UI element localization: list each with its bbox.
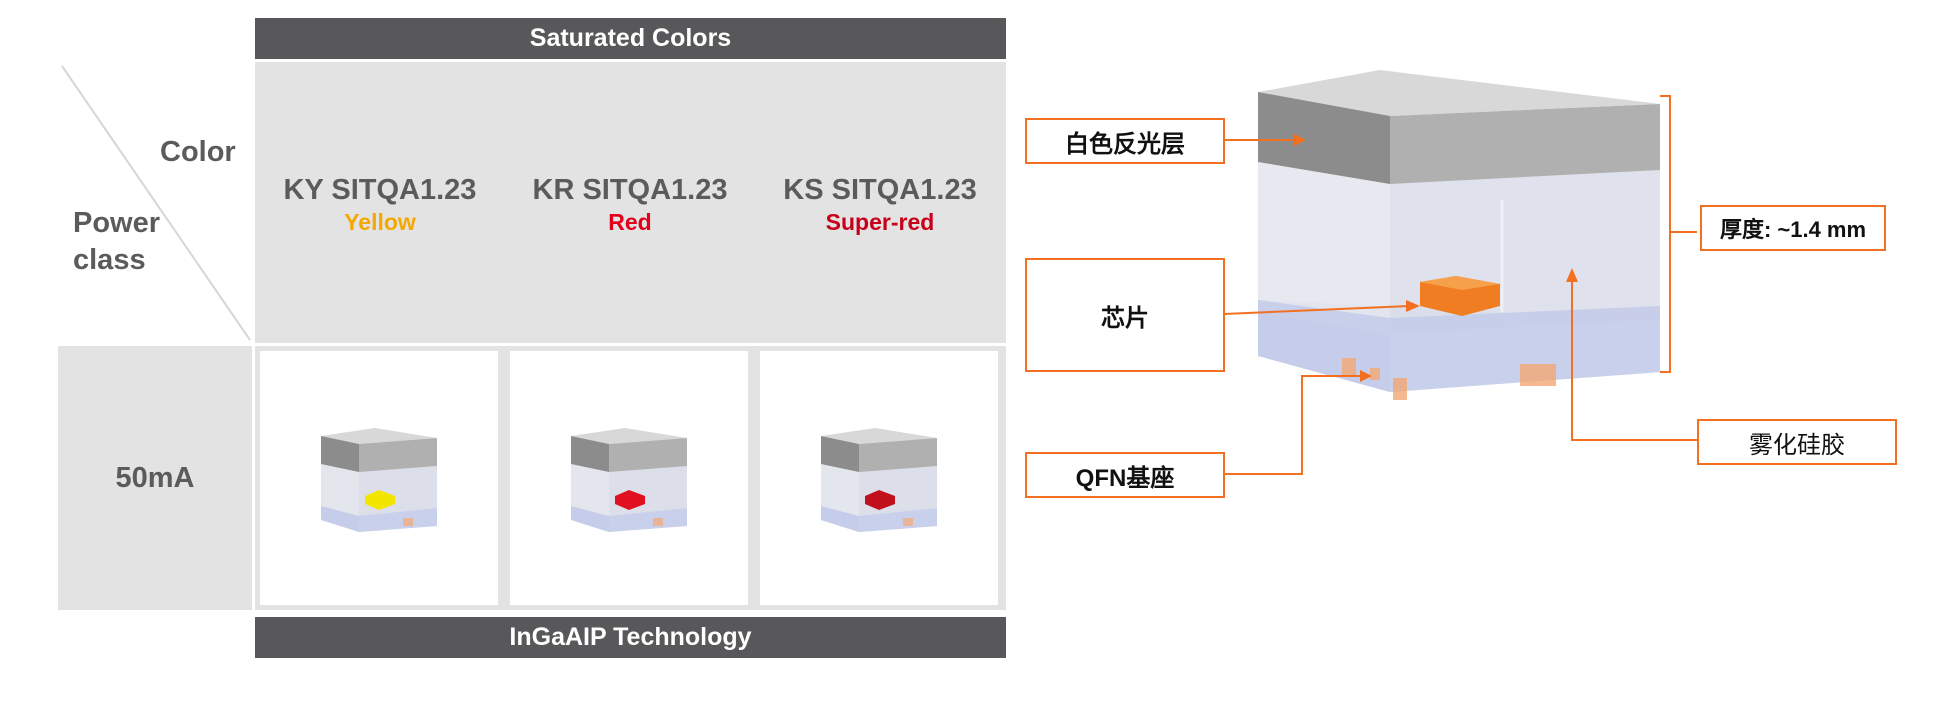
label-diffuser-silicone: 雾化硅胶: [1697, 419, 1897, 465]
product-color-name: Yellow: [344, 209, 416, 235]
header-title: Saturated Colors: [529, 24, 732, 52]
leader-silicone: [1571, 280, 1698, 441]
reflective-layer-top: [1258, 70, 1660, 116]
footer-title: InGaAIP Technology: [509, 623, 752, 651]
product-name: KY SITQA1.23: [283, 174, 477, 206]
label-chip: 芯片: [1025, 258, 1225, 372]
qfn-substrate-right: [1390, 320, 1660, 392]
color-header-cell: [255, 62, 1006, 343]
product-header-kr: KR SITQA1.23 Red: [505, 172, 755, 236]
leader-chip: [1223, 305, 1411, 315]
product-header-ky: KY SITQA1.23 Yellow: [255, 172, 505, 236]
chip: [615, 490, 645, 510]
leader-substrate: [1224, 375, 1362, 475]
product-color-name: Red: [608, 209, 652, 235]
chip: [365, 490, 395, 510]
chip: [865, 490, 895, 510]
product-name: KR SITQA1.23: [532, 174, 728, 206]
led-thumbnail: [821, 428, 937, 532]
pad: [1520, 364, 1556, 386]
led-thumbnail: [571, 428, 687, 532]
label-thickness: 厚度: ~1.4 mm: [1700, 205, 1886, 251]
product-name: KS SITQA1.23: [783, 174, 977, 206]
pad: [1342, 358, 1356, 376]
corner-power-class-label: Power class: [73, 207, 161, 276]
pad: [1370, 368, 1380, 380]
footer-bar: InGaAIP Technology: [255, 617, 1006, 658]
pad: [1393, 378, 1407, 400]
row-label-50ma: 50mA: [115, 462, 195, 494]
label-qfn-substrate: QFN基座: [1025, 452, 1225, 498]
label-reflective-layer: 白色反光层: [1025, 118, 1225, 164]
product-header-ks: KS SITQA1.23 Super-red: [755, 172, 1005, 236]
qfn-substrate-left: [1258, 312, 1390, 392]
product-color-name: Super-red: [825, 209, 935, 235]
power-row-cell: [58, 346, 252, 610]
corner-color-label: Color: [160, 136, 236, 168]
led-thumbnail: [321, 428, 437, 532]
reflective-layer-right: [1390, 104, 1660, 184]
header-bar: Saturated Colors: [255, 18, 1006, 59]
reflective-layer-left: [1258, 92, 1390, 184]
thickness-bracket: [1660, 95, 1671, 373]
